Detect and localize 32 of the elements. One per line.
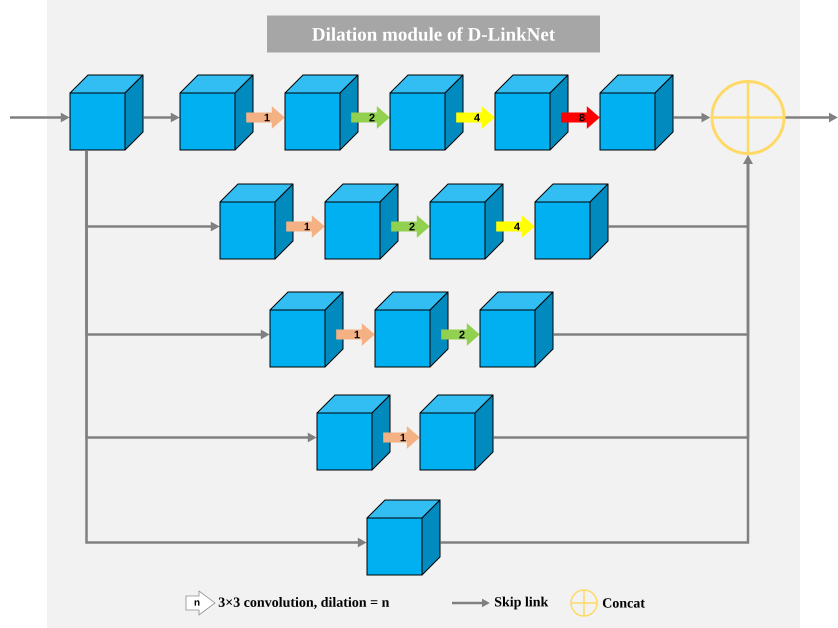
cube-drawing [480, 292, 554, 368]
symbol-label: n [194, 600, 200, 606]
legend-text: Concat [602, 598, 645, 608]
legend-text: Skip link [494, 596, 548, 610]
edge-label: 2 [459, 330, 465, 338]
cube-drawing [270, 292, 344, 368]
edge-label: 4 [474, 114, 480, 122]
edge-label: 2 [369, 114, 375, 122]
cube-drawing [374, 292, 448, 368]
edge-label: 8 [579, 114, 585, 122]
cube-drawing [494, 74, 568, 150]
cube-drawing [534, 184, 608, 260]
cube-drawing [284, 74, 358, 150]
cube-drawing [430, 184, 504, 260]
cube-drawing [220, 184, 294, 260]
edge-label: 1 [264, 114, 270, 122]
cube-drawing [180, 74, 254, 150]
edge-label: 1 [354, 330, 360, 338]
edge-label: 1 [304, 222, 310, 230]
cube-drawing [366, 500, 440, 576]
edge-label: 1 [400, 434, 406, 442]
edge-label: 2 [409, 222, 415, 230]
legend-text: 3×3 convolution, dilation = n [218, 597, 390, 609]
cube-drawing [390, 74, 464, 150]
concat-symbol [710, 80, 786, 155]
edge-label: 4 [514, 222, 520, 230]
cube-drawing [420, 394, 494, 470]
cube-drawing [324, 184, 398, 260]
cube-drawing [316, 394, 390, 470]
cube-drawing [600, 74, 674, 150]
cube-drawing [70, 74, 144, 150]
title-banner: Dilation module of D-LinkNet [267, 16, 600, 52]
